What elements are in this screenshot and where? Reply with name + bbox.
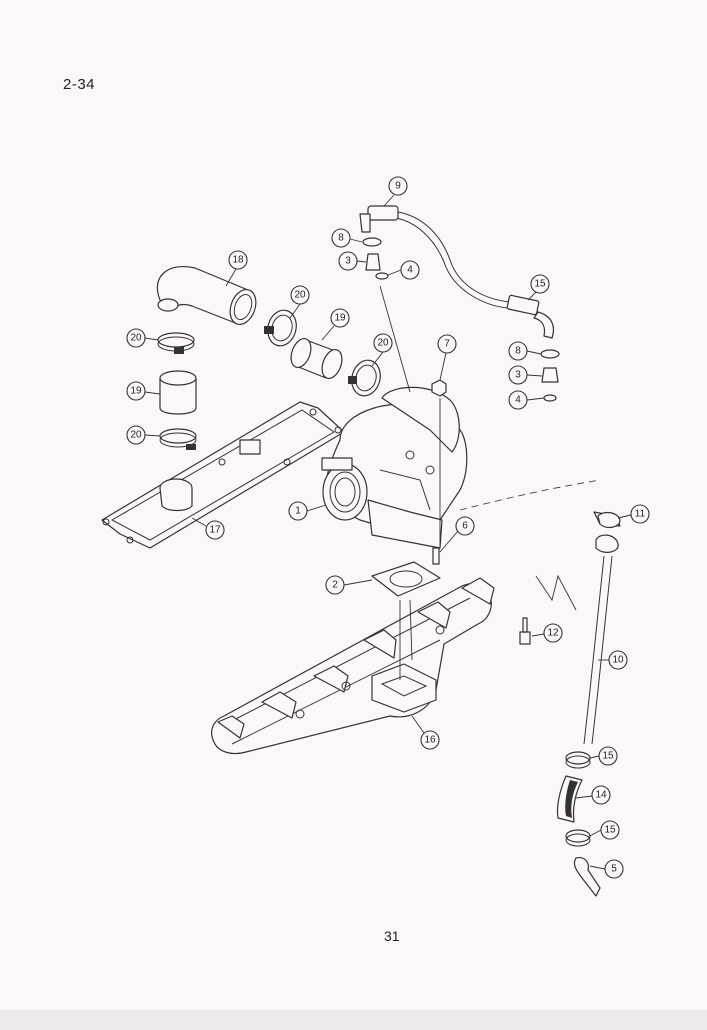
- callout-label: 20: [377, 338, 389, 349]
- callout: 20: [289, 285, 310, 319]
- callout: 10: [598, 650, 628, 670]
- o-ring: [375, 272, 389, 280]
- gasket: [597, 511, 621, 529]
- sealing-washer: [362, 237, 382, 247]
- callout-label: 18: [232, 255, 244, 266]
- oil-return-pipe: [583, 511, 621, 745]
- callout-label: 3: [345, 256, 351, 267]
- callout-label: 3: [515, 370, 521, 381]
- nut: [431, 379, 447, 397]
- callout: 18: [225, 250, 248, 287]
- hose-clamp: [157, 332, 195, 354]
- callout: 11: [617, 504, 650, 524]
- sealing-washer: [540, 349, 560, 359]
- callout-label: 6: [462, 521, 468, 532]
- intake-manifold-cover: [101, 401, 345, 549]
- callout: 19: [321, 308, 350, 341]
- turbo-gasket: [371, 561, 441, 597]
- intake-hose: [290, 337, 343, 380]
- callout: 20: [126, 328, 159, 348]
- callout-label: 17: [209, 525, 221, 536]
- oil-feed-pipe: [359, 205, 511, 309]
- hose-clamp: [159, 428, 197, 450]
- callout-label: 20: [130, 333, 142, 344]
- scan-edge: [0, 1010, 707, 1030]
- return-tube: [573, 857, 601, 897]
- connector-fitting: [365, 253, 381, 271]
- callout-label: 8: [515, 346, 521, 357]
- intake-elbow-pipe: [156, 266, 257, 326]
- callout: 12: [531, 623, 563, 643]
- callout-label: 2: [332, 580, 338, 591]
- callout-label: 19: [130, 386, 142, 397]
- page-section-id: 2-34: [63, 76, 96, 93]
- callout-label: 16: [424, 735, 436, 746]
- callout: 4: [387, 260, 420, 280]
- connector-fitting: [541, 367, 559, 383]
- callout: 8: [331, 228, 363, 248]
- callout-label: 20: [294, 290, 306, 301]
- stud: [432, 547, 440, 565]
- callout-label: 15: [604, 825, 616, 836]
- callout: 4: [508, 390, 545, 410]
- turbocharger: [321, 386, 468, 549]
- callout-label: 20: [130, 430, 142, 441]
- callout-label: 8: [338, 233, 344, 244]
- callout-label: 9: [395, 181, 401, 192]
- callout: 15: [589, 746, 618, 766]
- hose-clamp: [565, 751, 591, 769]
- callout: 19: [126, 381, 161, 401]
- callout: 3: [508, 365, 543, 385]
- hose-clamp: [565, 829, 591, 847]
- callout-label: 5: [611, 864, 617, 875]
- callout-label: 4: [515, 395, 521, 406]
- o-ring: [543, 394, 557, 402]
- callout-label: 10: [612, 655, 624, 666]
- callout-label: 15: [602, 751, 614, 762]
- callout: 6: [439, 516, 475, 553]
- callout: 9: [383, 176, 408, 207]
- callout: 15: [589, 820, 620, 840]
- callout: 7: [437, 334, 457, 381]
- pipe-elbow-fitting: [506, 294, 555, 339]
- callout-label: 14: [595, 790, 607, 801]
- callout-label: 1: [295, 506, 301, 517]
- hose-clamp: [264, 309, 297, 347]
- callout-label: 4: [407, 265, 413, 276]
- callout: 5: [589, 859, 624, 879]
- callout: 20: [126, 425, 161, 445]
- intake-hose: [159, 370, 197, 415]
- callout: 3: [338, 251, 367, 271]
- page-number: 31: [384, 928, 400, 944]
- callout: 16: [411, 715, 440, 750]
- hose-clamp: [348, 359, 381, 397]
- exhaust-manifold: [211, 577, 495, 755]
- rubber-hose: [556, 775, 583, 823]
- callout-label: 11: [635, 509, 646, 520]
- callout-label: 7: [444, 339, 450, 350]
- callout: 14: [575, 785, 611, 805]
- callout: 2: [325, 575, 373, 595]
- callout: 1: [288, 501, 327, 521]
- callout-label: 19: [334, 313, 346, 324]
- bolt: [519, 617, 531, 645]
- callout-label: 12: [547, 628, 559, 639]
- assembly-guide-lines: [379, 285, 601, 680]
- callout: 17: [191, 517, 225, 540]
- callout: 8: [508, 341, 542, 361]
- callout: 20: [371, 333, 393, 367]
- callout: 15: [527, 274, 550, 301]
- callout-label: 15: [534, 279, 546, 290]
